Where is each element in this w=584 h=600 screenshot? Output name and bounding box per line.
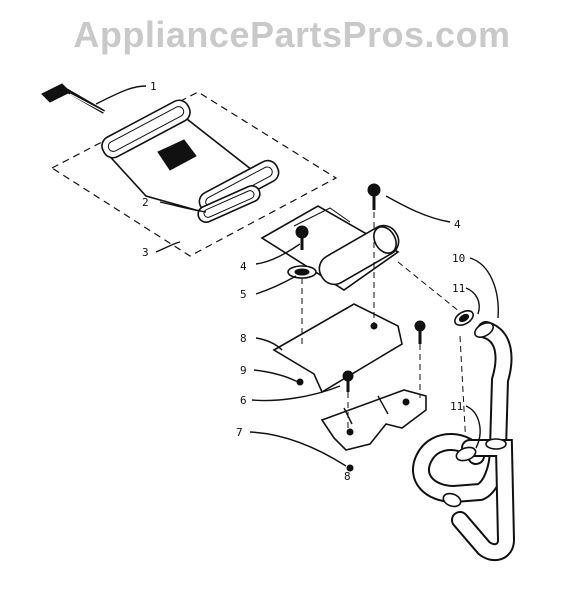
callout-8: 8 (240, 332, 247, 345)
callout-11-lower: 11 (450, 400, 463, 413)
callout-2: 2 (142, 196, 149, 209)
callout-10: 10 (452, 252, 465, 265)
leader-lines (95, 85, 499, 467)
callout-9: 9 (240, 364, 247, 377)
part-6-lower-bracket (320, 389, 427, 451)
callout-4-upper: 4 (454, 218, 461, 231)
part-10-hose (412, 321, 516, 562)
part-11-clamp-upper (454, 309, 474, 327)
callout-6: 6 (240, 394, 247, 407)
screw-plate-center (342, 370, 354, 392)
callout-11-upper: 11 (452, 282, 465, 295)
screw-upper (367, 183, 381, 210)
callout-4-left: 4 (240, 260, 247, 273)
part-11-clamp-lower (442, 446, 477, 508)
part-2-gasket (197, 185, 261, 223)
callout-3: 3 (142, 246, 149, 259)
callout-8-lower: 8 (344, 470, 351, 483)
part-8-mounting-plate (272, 303, 403, 394)
callout-1: 1 (150, 80, 157, 93)
part-5-clip (287, 265, 317, 279)
valve-bracket (260, 205, 400, 291)
screw-left (295, 225, 309, 250)
callout-5: 5 (240, 288, 247, 301)
part-8-nut (346, 464, 354, 472)
part-3-filter-housing (101, 99, 280, 215)
callout-7: 7 (236, 426, 243, 439)
alignment-lines (301, 212, 467, 447)
site-watermark: AppliancePartsPros.com (73, 14, 511, 55)
screw-plate-right (414, 320, 426, 344)
part-1-lever (41, 83, 106, 114)
